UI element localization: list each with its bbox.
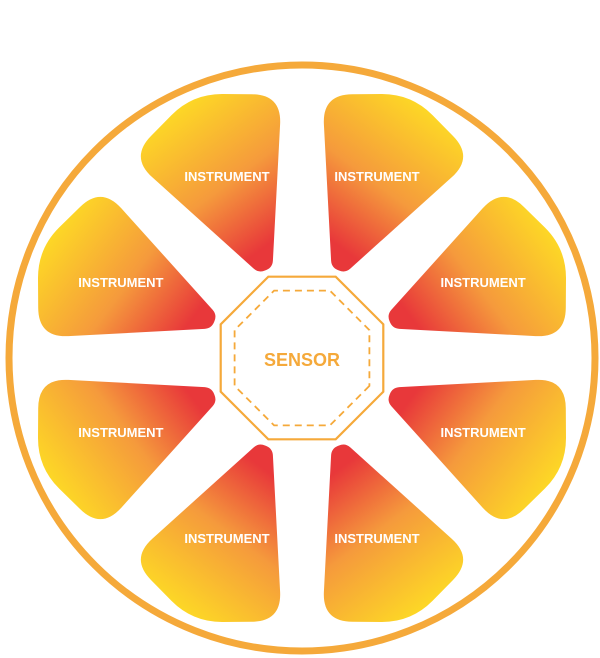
instrument-segment-6 <box>140 444 281 623</box>
instrument-label-8: INSTRUMENT <box>78 275 163 290</box>
sensor-octagon-outer <box>219 275 385 441</box>
instrument-segment-7 <box>37 379 216 520</box>
instrument-label-3: INSTRUMENT <box>440 275 525 290</box>
instrument-segments: INSTRUMENT INSTRUMENT INSTRUMENT INSTRUMENT… <box>37 93 567 623</box>
instrument-label-1: INSTRUMENT <box>184 169 269 184</box>
sensor-label: SENSOR <box>264 350 340 370</box>
instrument-label-6: INSTRUMENT <box>184 531 269 546</box>
sensor-octagon-inner-dashed <box>233 289 371 427</box>
instrument-label-7: INSTRUMENT <box>78 425 163 440</box>
instrument-segment-8 <box>37 196 216 337</box>
instrument-segment-5 <box>323 444 464 623</box>
sensor-hub: SENSOR <box>219 275 385 441</box>
instrument-segment-3 <box>388 196 567 337</box>
outer-ring <box>5 61 599 655</box>
instrument-segment-4 <box>388 379 567 520</box>
instrument-label-2: INSTRUMENT <box>334 169 419 184</box>
instrument-segment-2 <box>323 93 464 272</box>
instrument-segment-1 <box>140 93 281 272</box>
instrument-label-4: INSTRUMENT <box>440 425 525 440</box>
instrument-label-5: INSTRUMENT <box>334 531 419 546</box>
